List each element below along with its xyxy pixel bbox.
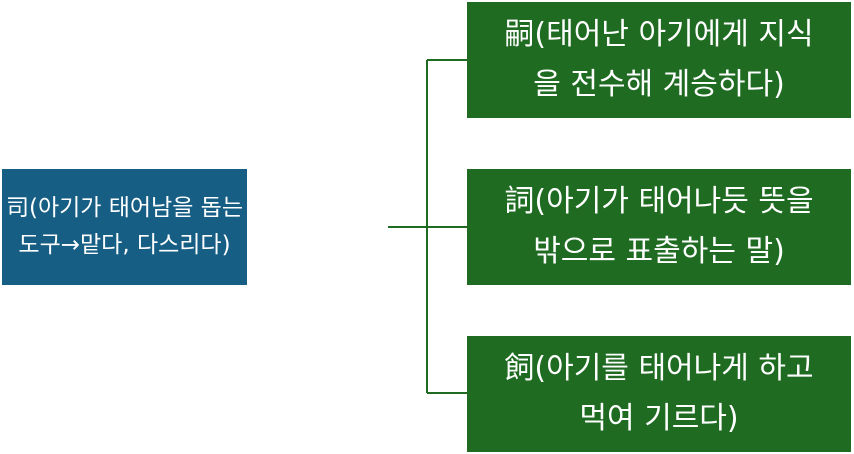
child-node-1-line-2: 을 전수해 계승하다) bbox=[533, 67, 785, 102]
root-node-line-2: 도구→맡다, 다스리다) bbox=[18, 232, 231, 258]
child-node-2: 詞(아기가 태어나듯 뜻을 밖으로 표출하는 말) bbox=[467, 169, 851, 285]
root-node-line-1: 司(아기가 태어남을 돕는 bbox=[5, 195, 244, 221]
child-node-1-line-1: 嗣(태어난 아기에게 지식 bbox=[504, 17, 814, 52]
child-node-3-line-2: 먹여 기르다) bbox=[579, 401, 739, 436]
child-node-3: 飼(아기를 태어나게 하고 먹여 기르다) bbox=[467, 336, 851, 452]
child-node-1: 嗣(태어난 아기에게 지식 을 전수해 계승하다) bbox=[467, 2, 851, 118]
root-node: 司(아기가 태어남을 돕는 도구→맡다, 다스리다) bbox=[2, 169, 247, 285]
child-node-2-line-2: 밖으로 표출하는 말) bbox=[533, 234, 785, 269]
child-node-3-line-1: 飼(아기를 태어나게 하고 bbox=[504, 351, 814, 386]
child-node-2-line-1: 詞(아기가 태어나듯 뜻을 bbox=[504, 184, 814, 219]
